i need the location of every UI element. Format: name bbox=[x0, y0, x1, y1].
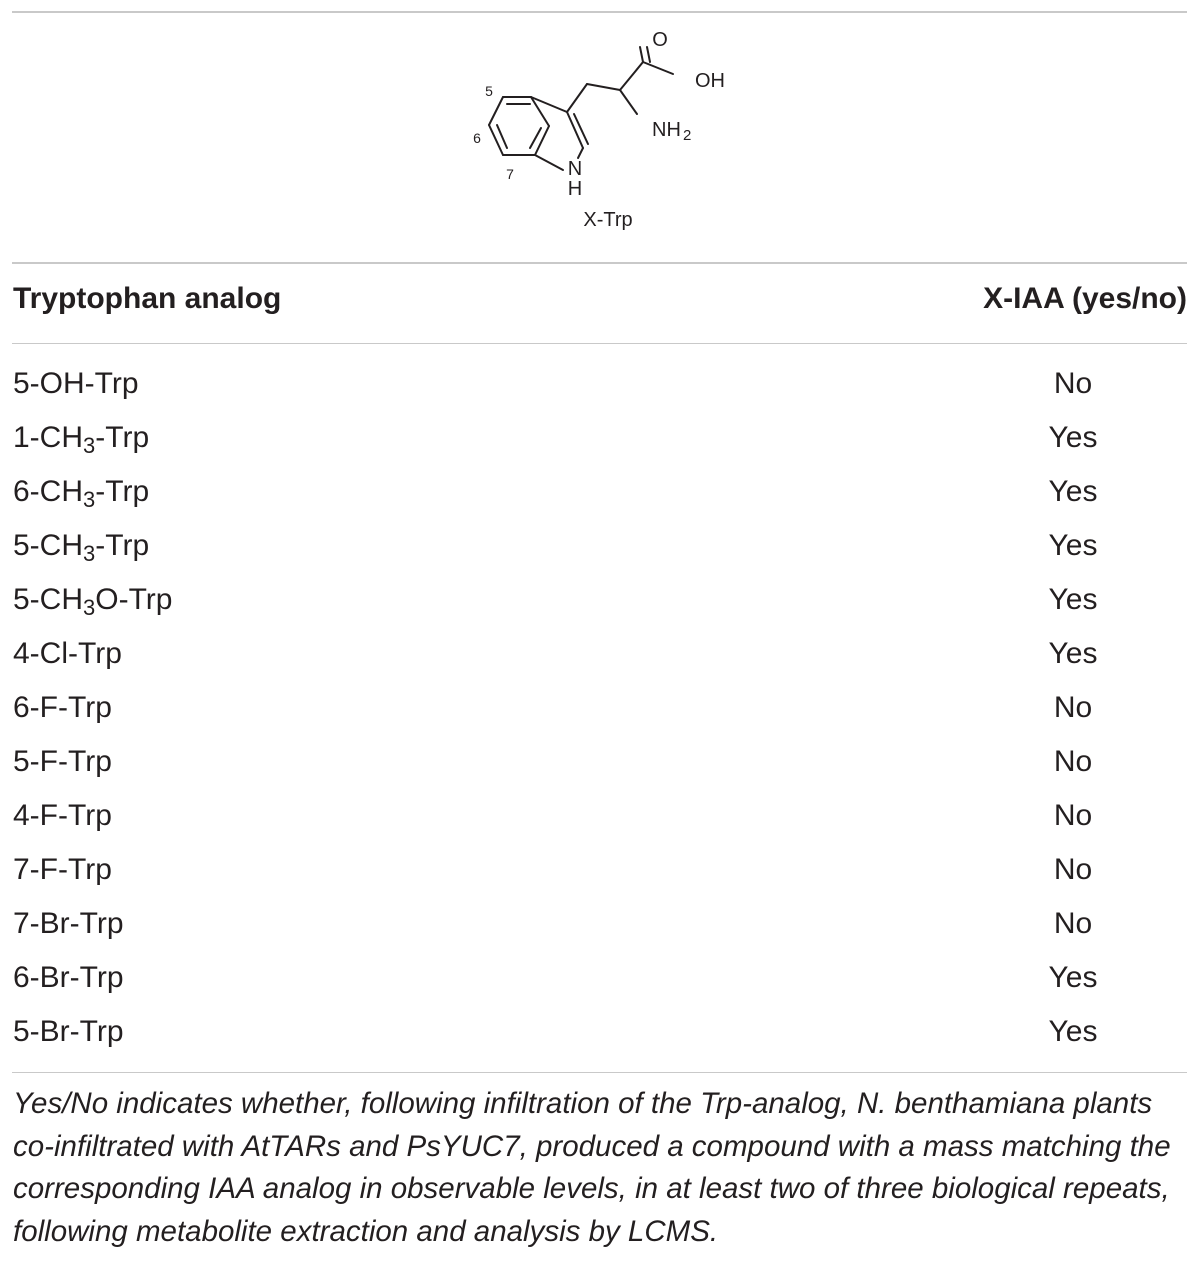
table-row-result: No bbox=[1053, 799, 1093, 832]
table-row-analog: 6-F-Trp bbox=[13, 691, 112, 724]
bond bbox=[488, 124, 504, 156]
table-row-analog: 5-Br-Trp bbox=[13, 1015, 124, 1048]
bond bbox=[639, 46, 644, 63]
bond bbox=[619, 61, 644, 91]
table-row-result: No bbox=[1053, 691, 1093, 724]
table-footnote: Yes/No indicates whether, following infi… bbox=[13, 1087, 1171, 1248]
table-row-analog: 5-CH3-Trp bbox=[13, 529, 150, 566]
table-row-analog: 4-Cl-Trp bbox=[13, 637, 122, 670]
table-row-analog: 7-F-Trp bbox=[13, 853, 112, 886]
table-row-analog: 1-CH3-Trp bbox=[13, 421, 150, 458]
bond bbox=[496, 124, 508, 149]
table-row-analog: 7-Br-Trp bbox=[13, 907, 124, 940]
svg-text:6: 6 bbox=[473, 130, 481, 146]
bond bbox=[577, 147, 584, 159]
table-row-result: Yes bbox=[1048, 529, 1098, 562]
column-header-analog: Tryptophan analog bbox=[13, 282, 282, 315]
bond bbox=[534, 154, 564, 171]
svg-text:NH: NH bbox=[652, 119, 681, 141]
svg-text:X-Trp: X-Trp bbox=[583, 209, 632, 231]
bond bbox=[586, 83, 621, 91]
table-row-result: Yes bbox=[1048, 1015, 1098, 1048]
table-row-analog: 5-CH3O-Trp bbox=[13, 583, 173, 620]
table-row-result: Yes bbox=[1048, 961, 1098, 994]
svg-text:H: H bbox=[568, 178, 582, 200]
header-top-rule bbox=[12, 262, 1187, 264]
table-row-analog: 6-Br-Trp bbox=[13, 961, 124, 994]
top-rule bbox=[12, 11, 1187, 13]
bond bbox=[642, 61, 674, 75]
bond bbox=[646, 46, 651, 63]
bond bbox=[573, 113, 589, 145]
svg-text:2: 2 bbox=[683, 127, 691, 144]
bond bbox=[488, 96, 504, 126]
tryptophan-structure-diagram: O OH NH 2 N H 5 6 7 X-Trp bbox=[473, 29, 725, 231]
column-header-result: X-IAA (yes/no) bbox=[983, 282, 1187, 315]
position-5-label: 5 bbox=[485, 83, 493, 99]
atom-nh-subscript: 2 bbox=[683, 127, 691, 144]
svg-text:5: 5 bbox=[485, 83, 493, 99]
table-row-result: No bbox=[1053, 367, 1093, 400]
atom-h: H bbox=[568, 178, 582, 200]
table-row-result: Yes bbox=[1048, 475, 1098, 508]
table-row-analog: 5-F-Trp bbox=[13, 745, 112, 778]
table-row-analog: 6-CH3-Trp bbox=[13, 475, 150, 512]
table-row-result: No bbox=[1053, 745, 1093, 778]
bond bbox=[619, 89, 638, 115]
position-7-label: 7 bbox=[506, 166, 514, 182]
table-row-analog: 5-OH-Trp bbox=[13, 367, 139, 400]
header-bottom-rule bbox=[12, 343, 1187, 344]
table-row-result: Yes bbox=[1048, 637, 1098, 670]
atom-n: N bbox=[568, 158, 582, 180]
table-row-result: Yes bbox=[1048, 583, 1098, 616]
table-row-analog: 4-F-Trp bbox=[13, 799, 112, 832]
atom-nh: NH bbox=[652, 119, 681, 141]
svg-text:N: N bbox=[568, 158, 582, 180]
bond bbox=[530, 96, 568, 113]
position-6-label: 6 bbox=[473, 130, 481, 146]
svg-text:OH: OH bbox=[695, 70, 725, 92]
bond bbox=[530, 96, 550, 127]
bond bbox=[566, 83, 588, 113]
table-row-result: No bbox=[1053, 907, 1093, 940]
table-row-result: Yes bbox=[1048, 421, 1098, 454]
bond bbox=[534, 125, 550, 156]
table-bottom-rule bbox=[12, 1072, 1187, 1073]
atom-o: O bbox=[652, 29, 668, 51]
atom-oh: OH bbox=[695, 70, 725, 92]
table-row-result: No bbox=[1053, 853, 1093, 886]
bond bbox=[566, 111, 584, 149]
bond bbox=[529, 127, 542, 149]
svg-text:O: O bbox=[652, 29, 668, 51]
svg-text:7: 7 bbox=[506, 166, 514, 182]
structure-label: X-Trp bbox=[583, 209, 632, 231]
